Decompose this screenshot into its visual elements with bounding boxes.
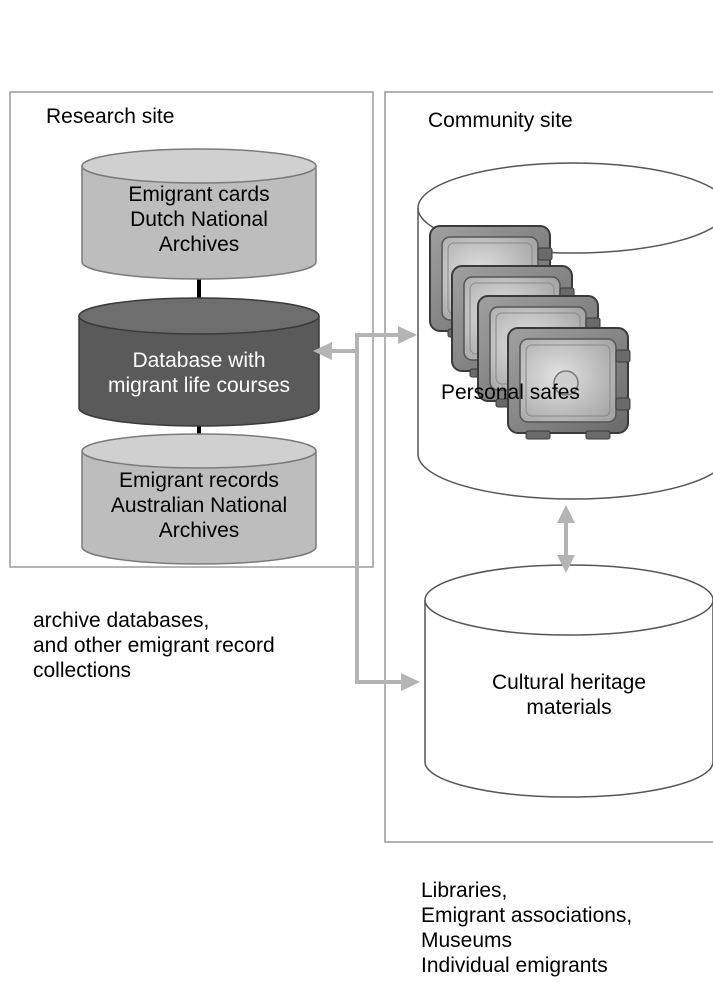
database-line: Database with bbox=[132, 349, 266, 372]
emigrant-cards-line: Dutch National bbox=[130, 208, 268, 231]
research-caption-line: archive databases, bbox=[33, 609, 210, 632]
personal-safes-label: Personal safes bbox=[441, 381, 580, 404]
emigrant-cards-cylinder bbox=[81, 148, 317, 280]
database-cylinder bbox=[78, 297, 320, 427]
research-site-box bbox=[9, 91, 374, 568]
research-site-title: Research site bbox=[46, 105, 175, 128]
arrowhead-right-icon bbox=[401, 673, 420, 691]
emigrant-records-line: Archives bbox=[158, 519, 240, 542]
cultural-heritage-cylinder bbox=[424, 564, 713, 798]
emigrant-records-cylinder bbox=[81, 433, 317, 565]
research-caption: archive databases, and other emigrant re… bbox=[33, 608, 353, 683]
link-arrows bbox=[330, 333, 568, 684]
emigrant-records-line: Emigrant records bbox=[119, 469, 279, 492]
arrow-database-heritage bbox=[355, 351, 403, 684]
cultural-heritage-label: Cultural heritage materials bbox=[425, 670, 713, 720]
emigrant-records-label: Emigrant records Australian National Arc… bbox=[82, 468, 316, 543]
community-caption-line: Museums bbox=[421, 929, 513, 952]
database-label: Database with migrant life courses bbox=[79, 348, 319, 398]
emigrant-cards-line: Archives bbox=[158, 233, 240, 256]
research-caption-line: collections bbox=[33, 659, 132, 682]
arrow-heads bbox=[313, 326, 575, 691]
emigrant-cards-line: Emigrant cards bbox=[128, 183, 270, 206]
community-site-box bbox=[384, 91, 713, 843]
arrow-database-safes bbox=[330, 333, 400, 353]
emigrant-cards-label: Emigrant cards Dutch National Archives bbox=[82, 182, 316, 257]
research-caption-line: and other emigrant record bbox=[33, 634, 275, 657]
cultural-heritage-line: Cultural heritage bbox=[491, 671, 647, 694]
arrowhead-left-icon bbox=[313, 342, 332, 360]
community-caption-line: Individual emigrants bbox=[421, 954, 608, 977]
arrowhead-down-icon bbox=[557, 555, 575, 573]
arrowhead-right-icon bbox=[398, 326, 417, 344]
community-caption-line: Libraries, bbox=[421, 879, 508, 902]
community-caption-line: Emigrant associations, bbox=[421, 904, 633, 927]
database-line: migrant life courses bbox=[107, 374, 291, 397]
arrowhead-up-icon bbox=[557, 505, 575, 523]
cultural-heritage-line: materials bbox=[526, 696, 612, 719]
community-caption: Libraries, Emigrant associations, Museum… bbox=[421, 878, 711, 978]
emigrant-records-line: Australian National bbox=[110, 494, 288, 517]
community-site-title: Community site bbox=[428, 109, 573, 132]
